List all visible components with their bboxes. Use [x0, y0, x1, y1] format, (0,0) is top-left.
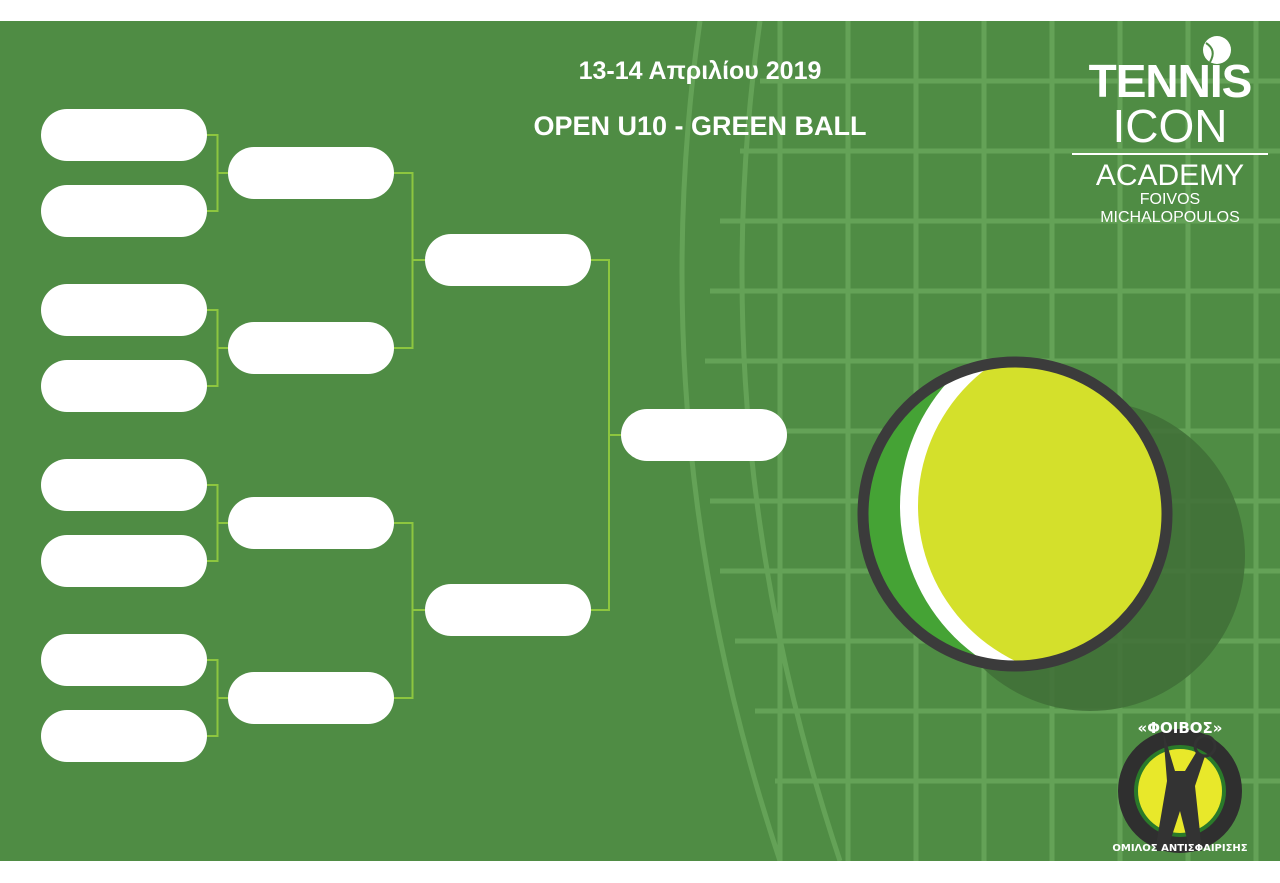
round-of-16-slot: [41, 459, 207, 511]
bracket-connector: [207, 309, 228, 387]
round-of-16-slot: [41, 185, 207, 237]
event-date: 13-14 Απριλίου 2019: [578, 57, 822, 85]
logo-michalopoulos: MICHALOPOULOS: [1100, 209, 1240, 226]
round-of-16-slot: [41, 634, 207, 686]
round-of-16-slot: [41, 284, 207, 336]
foivos-club-badge: «ΦΟΙΒΟΣ» ΟΜΙΛΟΣ ΑΝΤΙΣΦΑΙΡΙΣΗΣ: [1112, 719, 1247, 854]
badge-name: «ΦΟΙΒΟΣ»: [1138, 719, 1223, 737]
logo-divider: [1072, 153, 1268, 155]
round-of-16-slot: [41, 360, 207, 412]
round-of-16-slot: [41, 109, 207, 161]
bracket-board: 13-14 Απριλίου 2019 OPEN U10 - GREEN BAL…: [0, 21, 1280, 861]
quarterfinals-slot: [228, 147, 394, 199]
round-of-16-slot: [41, 710, 207, 762]
logo-tennis: TENNIS: [1088, 55, 1253, 107]
tennis-ball-icon: [1203, 36, 1231, 64]
bracket-connectors: [207, 134, 621, 737]
bracket-connector: [207, 484, 228, 562]
bracket-connector: [207, 659, 228, 737]
bracket-connector: [394, 172, 425, 349]
logo-foivos: FOIVOS: [1139, 191, 1201, 208]
bracket-connector: [394, 522, 425, 699]
tennis-ball-illustration: [857, 356, 1245, 711]
logo-academy: ACADEMY: [1095, 159, 1245, 192]
logo-icon-text: ICON: [1112, 100, 1228, 152]
quarterfinals-slot: [228, 497, 394, 549]
quarterfinals-slot: [228, 672, 394, 724]
round-of-16-slot: [41, 535, 207, 587]
semifinals-slot: [425, 584, 591, 636]
bracket-connector: [207, 134, 228, 212]
badge-subtitle: ΟΜΙΛΟΣ ΑΝΤΙΣΦΑΙΡΙΣΗΣ: [1112, 843, 1247, 854]
tennis-icon-academy-logo: TENNIS ICON ACADEMY FOIVOS MICHALOPOULOS: [1072, 39, 1268, 227]
quarterfinals-slot: [228, 322, 394, 374]
event-title: OPEN U10 - GREEN BALL: [533, 111, 867, 141]
semifinals-slot: [425, 234, 591, 286]
bracket-connector: [591, 259, 621, 611]
final-slot: [621, 409, 787, 461]
